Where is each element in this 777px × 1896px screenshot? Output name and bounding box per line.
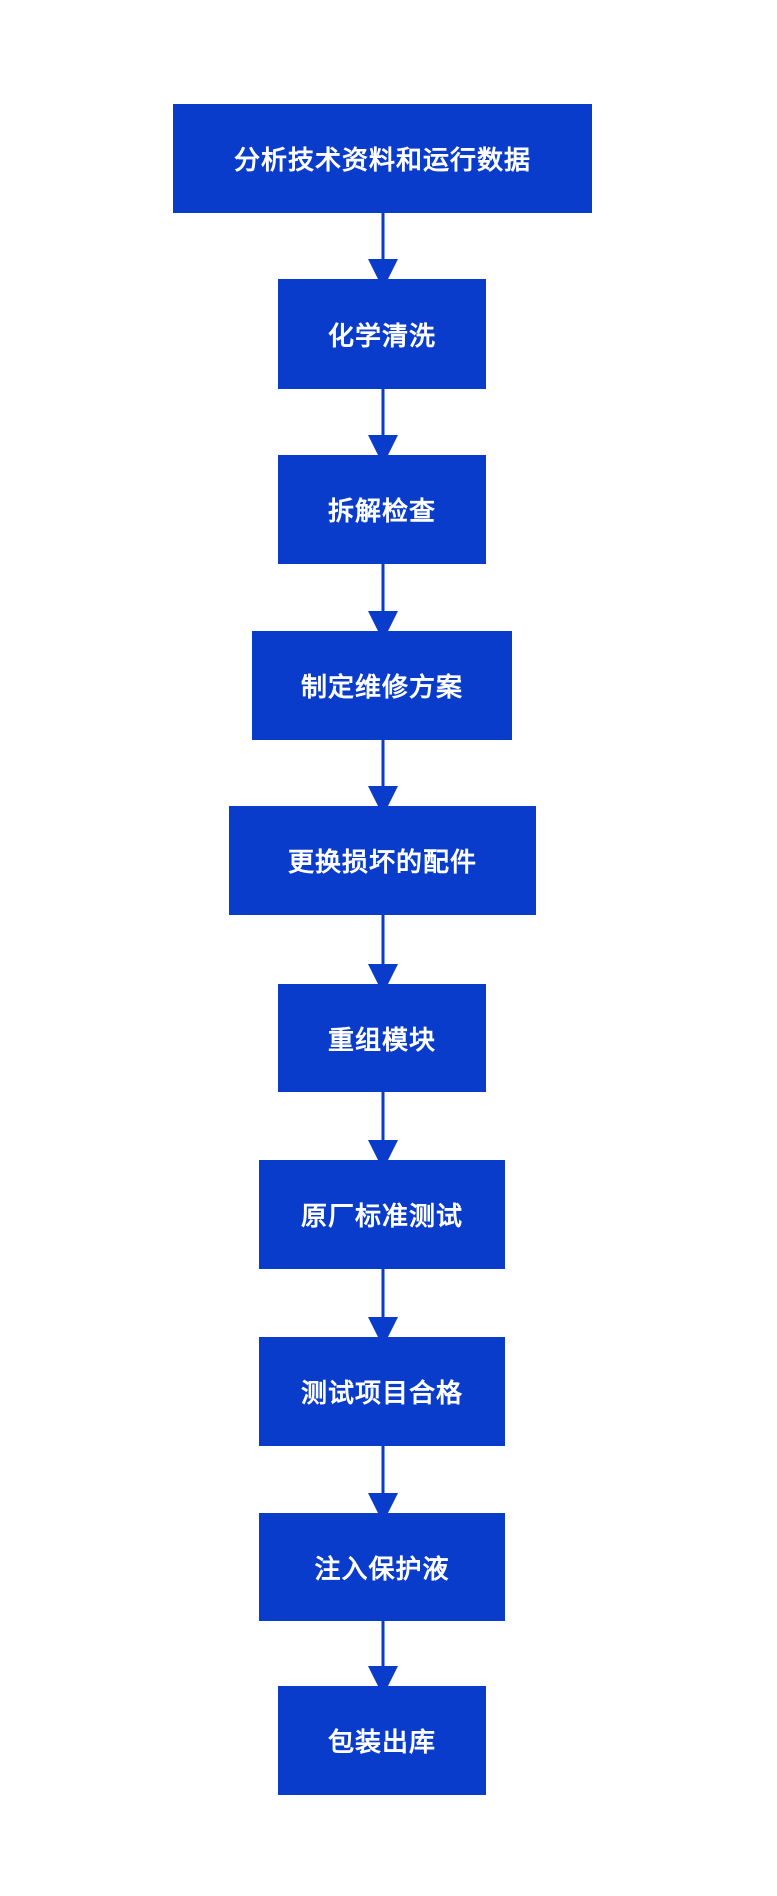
step-analyze-data: 分析技术资料和运行数据 [173,104,592,213]
step-disassembly-inspection: 拆解检查 [278,455,486,564]
step-repair-plan: 制定维修方案 [252,631,512,740]
step-label: 制定维修方案 [300,673,463,703]
step-label: 原厂标准测试 [300,1202,463,1232]
step-label: 重组模块 [327,1025,436,1056]
step-inject-protective-fluid: 注入保护液 [259,1513,505,1621]
step-package-ship: 包装出库 [278,1686,486,1795]
step-replace-parts: 更换损坏的配件 [229,806,536,915]
step-label: 更换损坏的配件 [287,848,477,878]
step-oem-testing: 原厂标准测试 [259,1160,505,1269]
step-chemical-cleaning: 化学清洗 [278,279,486,389]
step-label: 拆解检查 [327,497,436,527]
step-label: 分析技术资料和运行数据 [233,146,531,176]
step-reassemble-module: 重组模块 [278,984,486,1092]
step-label: 化学清洗 [327,321,436,352]
step-tests-passed: 测试项目合格 [259,1337,505,1446]
step-label: 测试项目合格 [300,1379,463,1409]
step-label: 包装出库 [327,1728,436,1758]
step-label: 注入保护液 [314,1554,450,1585]
